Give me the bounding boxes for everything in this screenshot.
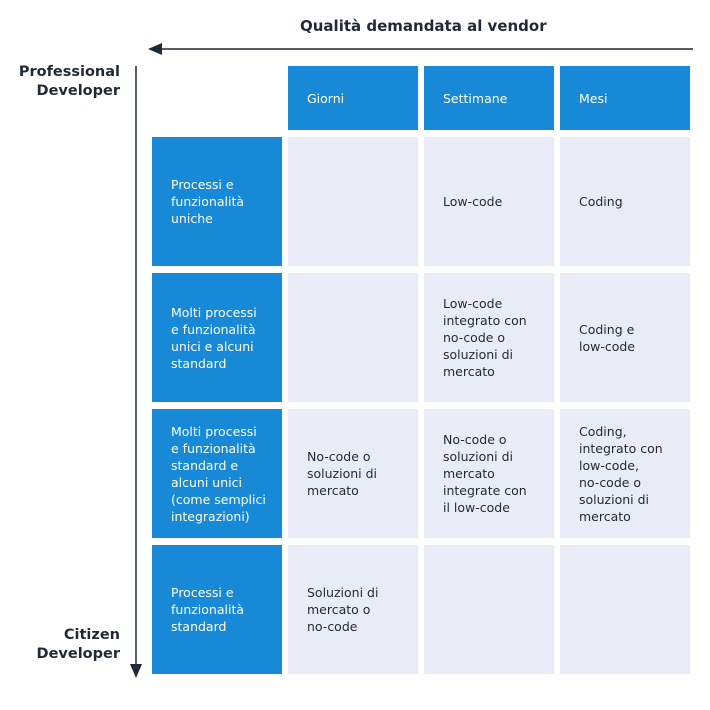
down-arrow-icon bbox=[130, 66, 142, 678]
cell-2-giorni bbox=[288, 273, 418, 402]
row-header-1: Processi e funzionalità uniche bbox=[152, 137, 282, 266]
row-header-4: Processi e funzionalità standard bbox=[152, 545, 282, 674]
column-header-mesi: Mesi bbox=[560, 66, 690, 130]
column-header-settimane: Settimane bbox=[424, 66, 554, 130]
cell-2-settimane: Low-code integrato con no-code o soluzio… bbox=[424, 273, 554, 402]
cell-3-settimane: No-code o soluzioni di mercato integrate… bbox=[424, 409, 554, 538]
cell-3-mesi: Coding, integrato con low-code, no-code … bbox=[560, 409, 690, 538]
cell-4-giorni: Soluzioni di mercato o no-code bbox=[288, 545, 418, 674]
axis-top-label: Professional Developer bbox=[18, 64, 120, 99]
grid-corner bbox=[152, 66, 282, 130]
column-header-giorni: Giorni bbox=[288, 66, 418, 130]
cell-1-giorni bbox=[288, 137, 418, 266]
cell-2-mesi: Coding e low-code bbox=[560, 273, 690, 402]
cell-1-settimane: Low-code bbox=[424, 137, 554, 266]
diagram-title: Qualità demandata al vendor bbox=[300, 17, 547, 35]
cell-3-giorni: No-code o soluzioni di mercato bbox=[288, 409, 418, 538]
axis-bottom-label: Citizen Developer bbox=[36, 627, 120, 662]
row-header-3: Molti processi e funzionalità standard e… bbox=[152, 409, 282, 538]
matrix-grid: Giorni Settimane Mesi Processi e funzion… bbox=[152, 66, 690, 674]
row-header-2: Molti processi e funzionalità unici e al… bbox=[152, 273, 282, 402]
cell-4-settimane bbox=[424, 545, 554, 674]
left-arrow-icon bbox=[148, 43, 693, 55]
cell-1-mesi: Coding bbox=[560, 137, 690, 266]
cell-4-mesi bbox=[560, 545, 690, 674]
